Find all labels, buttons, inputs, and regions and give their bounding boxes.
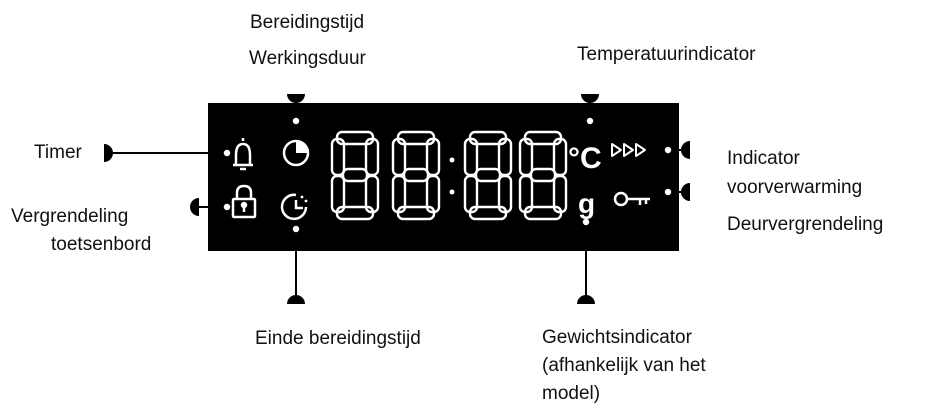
marker-vergrendeling <box>190 198 199 216</box>
marker-timer <box>104 144 113 162</box>
segment-digits <box>330 130 568 221</box>
label-vergrendeling-toetsenbord-2: toetsenbord <box>51 234 152 255</box>
end-time-clock-icon <box>280 193 308 221</box>
label-indicator-voorverwarming-2: voorverwarming <box>727 177 863 198</box>
clock-icon <box>282 139 310 167</box>
celsius-symbol: °C <box>568 142 602 175</box>
gram-symbol: g <box>578 188 595 219</box>
marker-einde <box>287 295 305 304</box>
label-gewichtsindicator-1: Gewichtsindicator <box>542 327 692 348</box>
label-gewichtsindicator-3: model) <box>542 383 601 404</box>
label-deurvergrendeling: Deurvergrendeling <box>727 214 884 235</box>
bell-icon <box>233 138 253 171</box>
callout-markers <box>104 94 690 304</box>
lock-icon <box>231 184 257 219</box>
marker-temperatuur <box>581 94 599 103</box>
key-icon <box>613 191 650 207</box>
label-temperatuurindicator: Temperatuurindicator <box>577 44 756 65</box>
display-panel <box>208 103 679 251</box>
label-indicator-voorverwarming-1: Indicator <box>727 148 800 169</box>
marker-bereidingstijd <box>287 94 305 103</box>
label-gewichtsindicator-2: (afhankelijk van het <box>542 355 706 376</box>
segment-digit-4 <box>518 130 568 221</box>
marker-voorverwarming <box>681 141 690 159</box>
preheat-arrows-icon <box>611 143 646 157</box>
label-werkingsduur: Werkingsduur <box>249 48 366 69</box>
segment-digit-3 <box>463 130 513 221</box>
label-bereidingstijd: Bereidingstijd <box>250 12 365 33</box>
label-einde-bereidingstijd: Einde bereidingstijd <box>255 328 421 349</box>
marker-deurvergrendeling <box>681 183 690 201</box>
label-timer: Timer <box>34 142 82 163</box>
callout-lines <box>104 94 690 304</box>
marker-gewicht <box>577 295 595 304</box>
segment-digit-2 <box>391 130 441 221</box>
segment-digit-1 <box>330 130 380 221</box>
label-vergrendeling-toetsenbord-1: Vergrendeling <box>11 206 129 227</box>
colon-dots <box>449 157 455 195</box>
